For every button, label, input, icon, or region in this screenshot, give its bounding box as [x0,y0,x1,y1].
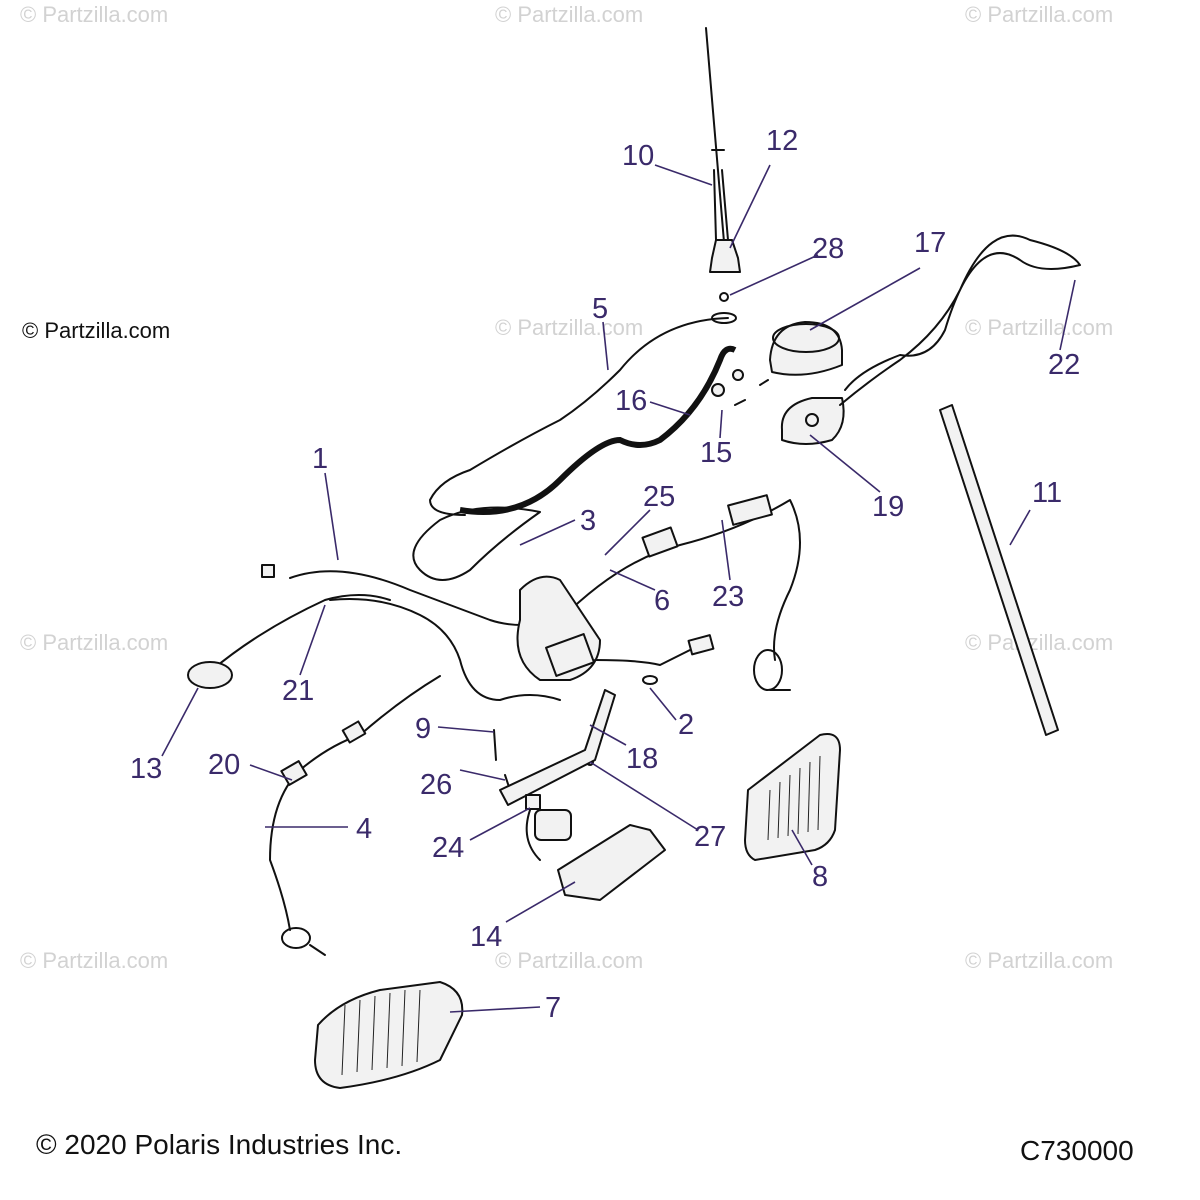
callout-27: 27 [694,821,726,853]
callout-2: 2 [678,709,694,741]
callout-3: 3 [580,505,596,537]
callout-13: 13 [130,753,162,785]
callout-15: 15 [700,437,732,469]
callout-11: 11 [1032,477,1062,509]
callout-9: 9 [415,713,431,745]
watermark: © Partzilla.com [495,2,643,27]
watermark: © Partzilla.com [20,2,168,27]
callout-labels: 1 2 3 4 5 6 7 8 9 10 11 12 13 14 15 16 1… [130,125,1080,1024]
grommet [642,675,658,685]
callout-7: 7 [545,992,561,1024]
copyright-notice: © 2020 Polaris Industries Inc. [36,1129,402,1160]
ground-cable [269,675,441,956]
callout-23: 23 [712,581,744,613]
mounting-bracket [499,689,616,806]
callout-28: 28 [812,233,844,265]
callout-18: 18 [626,743,658,775]
watermark: © Partzilla.com [965,948,1113,973]
side-watermark: © Partzilla.com [22,318,170,343]
speaker-bottom [314,981,464,1089]
antenna-dome-cap [769,321,843,376]
sensor-puck [187,661,233,689]
sensor-lead [211,594,391,671]
watermark: © Partzilla.com [965,630,1113,655]
callout-10: 10 [622,140,654,172]
watermark: © Partzilla.com [20,630,168,655]
watermark: © Partzilla.com [965,2,1113,27]
callout-14: 14 [470,921,502,953]
module-holder [557,824,666,901]
antenna-cable [839,234,1081,406]
antenna-nut [719,292,729,302]
trim-strip [939,404,1059,736]
watermark: © Partzilla.com [965,315,1113,340]
callout-24: 24 [432,832,464,864]
callout-16: 16 [615,385,647,417]
watermark: © Partzilla.com [20,948,168,973]
watermark: © Partzilla.com [495,315,643,340]
antenna-base [780,397,845,445]
ground-wire [429,317,729,516]
callout-12: 12 [766,125,798,157]
diagram-code: C730000 [1020,1135,1134,1166]
callout-26: 26 [420,769,452,801]
speaker-right [744,733,841,861]
callout-22: 22 [1048,349,1080,381]
watermark-layer: © Partzilla.com © Partzilla.com © Partzi… [20,2,1113,973]
leader-lines [161,164,1076,1013]
callout-5: 5 [592,293,608,325]
main-harness [261,494,801,701]
wire-strap [459,345,737,515]
callout-4: 4 [356,813,372,845]
watermark: © Partzilla.com [495,948,643,973]
antenna-mast [705,27,741,273]
callout-20: 20 [208,749,240,781]
antenna-lead [412,506,541,581]
callout-21: 21 [282,675,314,707]
relay-connector [525,794,572,861]
callout-25: 25 [643,481,675,513]
callout-19: 19 [872,491,904,523]
screw [493,729,497,761]
callout-8: 8 [812,861,828,893]
callout-17: 17 [914,227,946,259]
callout-1: 1 [312,443,328,475]
callout-6: 6 [654,585,670,617]
fasteners [711,369,769,406]
